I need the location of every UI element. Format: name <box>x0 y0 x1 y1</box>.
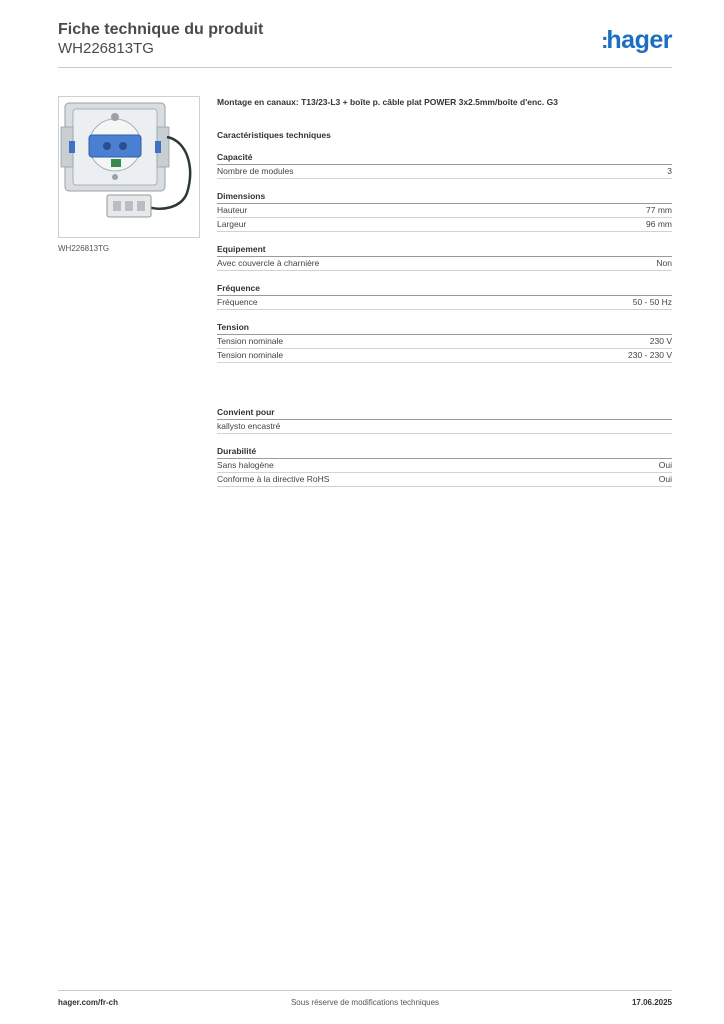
spec-label: Sans halogène <box>217 460 274 470</box>
section-gap <box>217 363 672 395</box>
spec-value: 230 - 230 V <box>628 350 672 360</box>
spec-row: Largeur 96 mm <box>217 218 672 232</box>
footer-date: 17.06.2025 <box>631 998 672 1007</box>
spec-group-title: Equipement <box>217 244 672 257</box>
spec-value: Oui <box>658 474 672 484</box>
product-image <box>58 96 200 238</box>
spec-group-title: Tension <box>217 322 672 335</box>
spec-value: Non <box>656 258 672 268</box>
product-illustration <box>60 102 192 218</box>
page-header: Fiche technique du produit WH226813TG :h… <box>58 20 672 58</box>
spec-row: Conforme à la directive RoHS Oui <box>217 473 672 487</box>
spec-group-title: Dimensions <box>217 191 672 204</box>
specs-heading: Caractéristiques techniques <box>217 130 331 140</box>
spec-value: 230 V <box>649 336 672 346</box>
spec-label: Tension nominale <box>217 336 284 346</box>
spec-label: Avec couvercle à charnière <box>217 258 320 268</box>
spec-value: 96 mm <box>646 219 672 229</box>
spec-value: 77 mm <box>646 205 672 215</box>
spec-group-title: Capacité <box>217 152 672 165</box>
spec-value: 3 <box>667 166 672 176</box>
spec-group-title: Durabilité <box>217 446 672 459</box>
spec-label: Tension nominale <box>217 350 284 360</box>
spec-value: 50 - 50 Hz <box>632 297 672 307</box>
spec-row: Fréquence 50 - 50 Hz <box>217 296 672 310</box>
spec-label: Conforme à la directive RoHS <box>217 474 330 484</box>
spec-row: Nombre de modules 3 <box>217 165 672 179</box>
spec-label: kallysto encastré <box>217 421 281 431</box>
spec-row: Hauteur 77 mm <box>217 204 672 218</box>
header-divider <box>58 67 672 68</box>
spec-row: Sans halogène Oui <box>217 459 672 473</box>
footer-notice: Sous réserve de modifications techniques <box>290 998 440 1007</box>
hager-logo: :hager <box>601 26 672 54</box>
page-title: Fiche technique du produit <box>58 21 264 38</box>
spec-label: Largeur <box>217 219 247 229</box>
spec-row: kallysto encastré <box>217 420 672 434</box>
spec-label: Fréquence <box>217 297 258 307</box>
spec-label: Nombre de modules <box>217 166 294 176</box>
spec-group-title: Convient pour <box>217 407 672 420</box>
product-reference: WH226813TG <box>58 40 154 57</box>
image-caption: WH226813TG <box>58 244 110 253</box>
spec-label: Hauteur <box>217 205 248 215</box>
spec-row: Tension nominale 230 V <box>217 335 672 349</box>
footer-website: hager.com/fr-ch <box>58 998 119 1007</box>
spec-group-title: Fréquence <box>217 283 672 296</box>
spec-row: Avec couvercle à charnière Non <box>217 257 672 271</box>
product-description: Montage en canaux: T13/23-L3 + boîte p. … <box>217 97 558 107</box>
spec-value: Oui <box>658 460 672 470</box>
spec-row: Tension nominale 230 - 230 V <box>217 349 672 363</box>
spec-content: Montage en canaux: T13/23-L3 + boîte p. … <box>217 96 672 487</box>
logo-text: hager <box>606 26 672 54</box>
footer-divider <box>58 990 672 991</box>
